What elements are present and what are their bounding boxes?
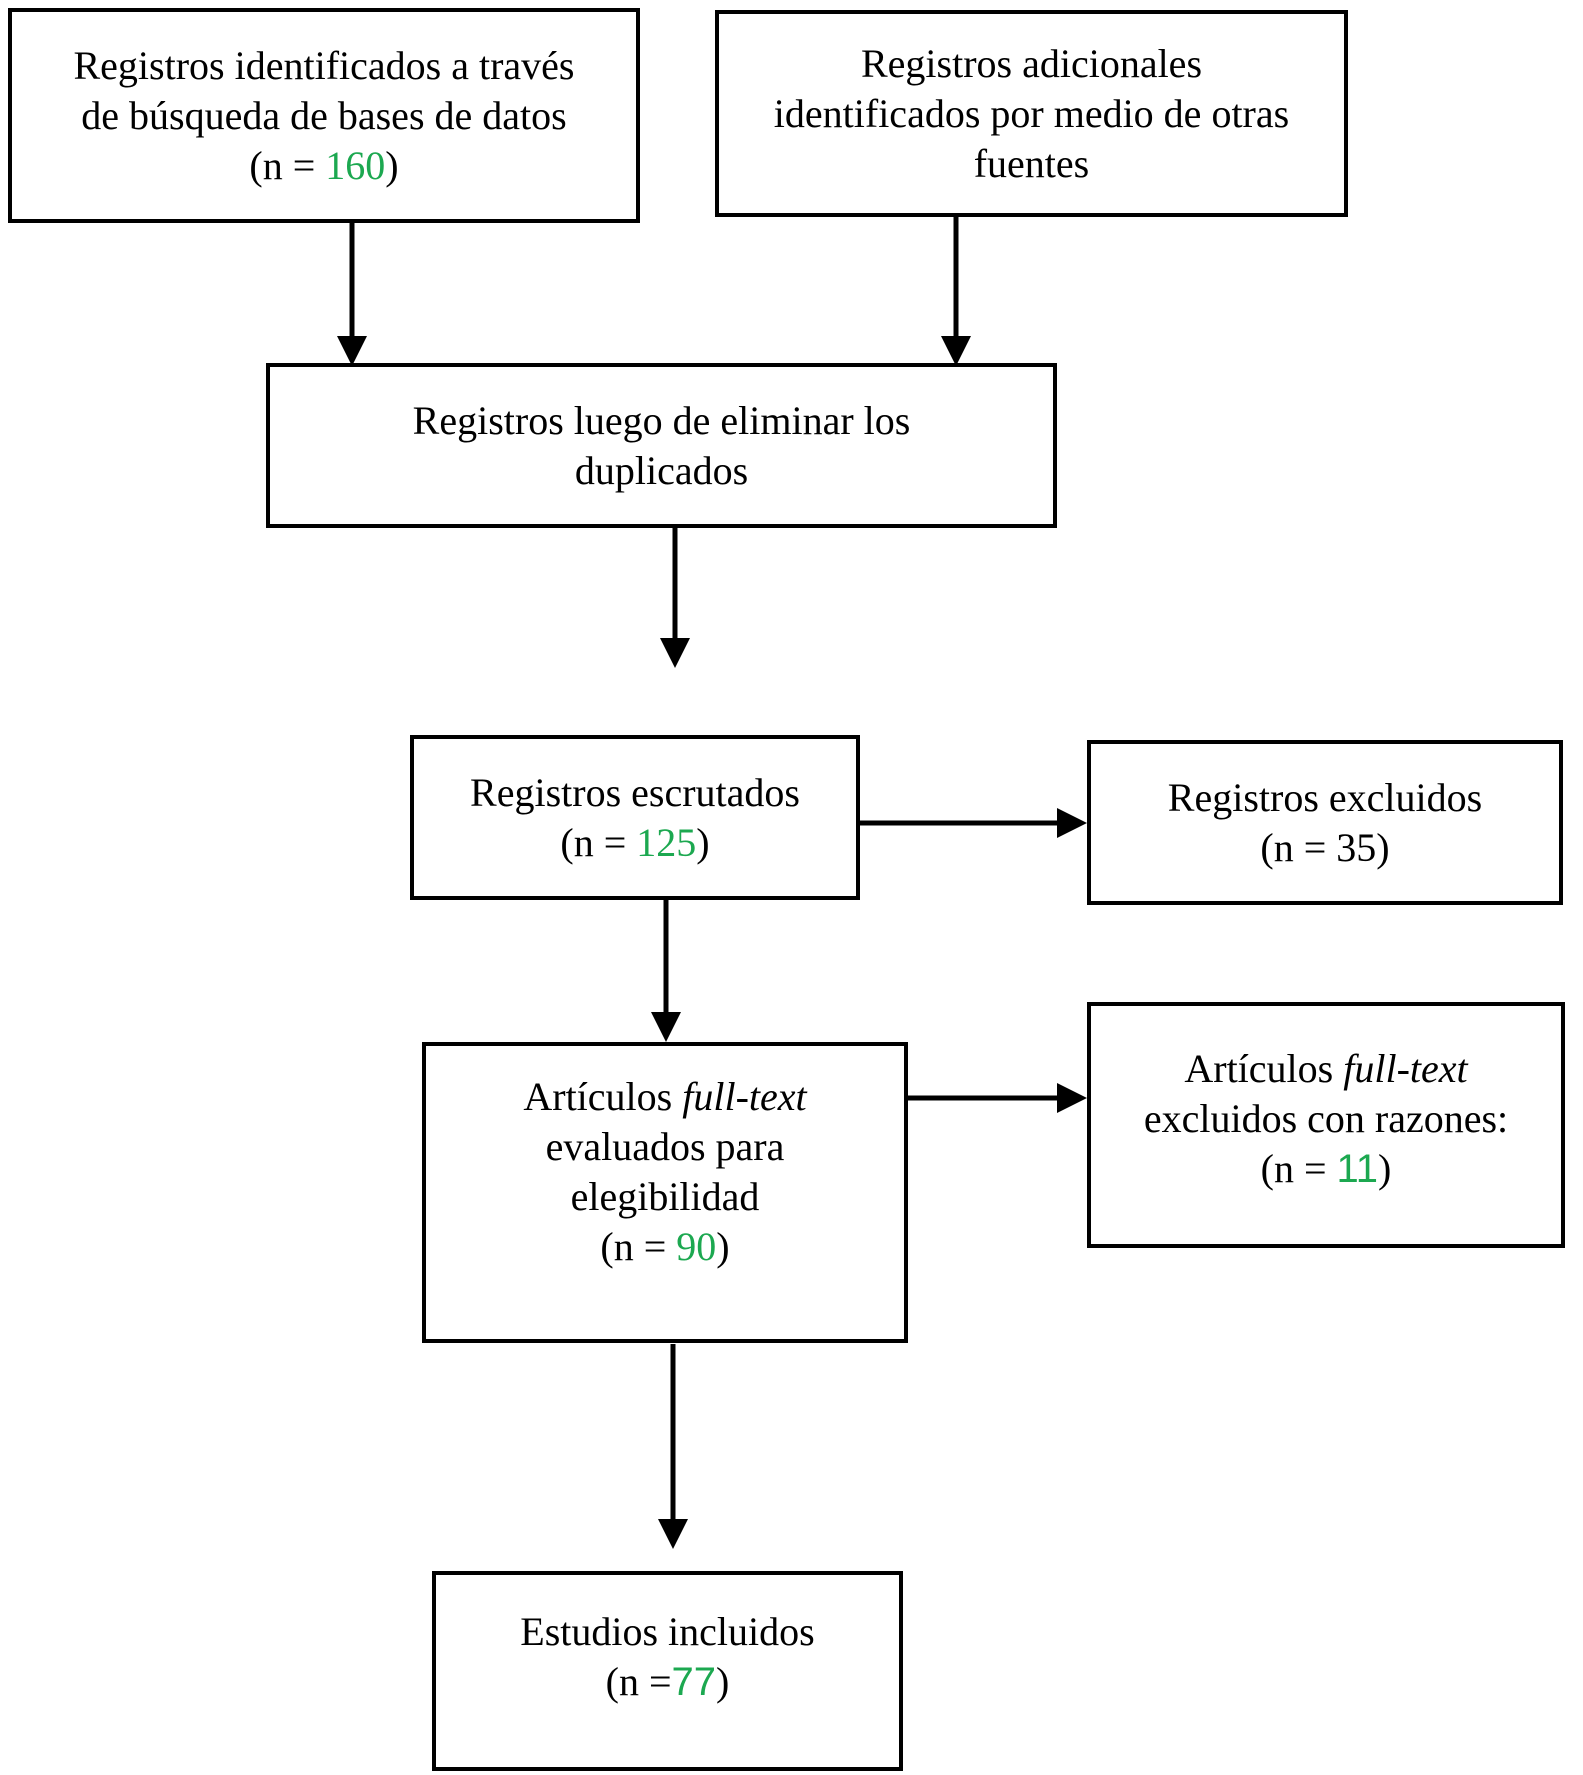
count-prefix: (n =	[560, 819, 637, 865]
arrowhead-right-icon	[1057, 808, 1087, 838]
count-value: 90	[676, 1224, 717, 1269]
arrowhead-down-icon	[660, 638, 690, 668]
count-prefix: (n =	[600, 1224, 677, 1269]
arrow-shaft	[908, 1095, 1061, 1101]
box-records-additional: Registros adicionales identificados por …	[715, 10, 1348, 217]
fulltext-assessed-regular: Artículos	[523, 1074, 683, 1119]
box-records-after-duplicates-line1: Registros luego de eliminar los	[412, 397, 911, 443]
count-prefix: (n =	[605, 1659, 672, 1704]
box-fulltext-assessed-line3: elegibilidad	[570, 1174, 760, 1219]
box-records-excluded-line1: Registros excluidos	[1167, 774, 1483, 820]
count-suffix: )	[716, 1659, 730, 1704]
box-records-additional-line3: fuentes	[973, 140, 1090, 186]
box-fulltext-excluded: Artículos full-text excluidos con razone…	[1087, 1002, 1565, 1248]
box-fulltext-assessed: Artículos full-text evaluados para elegi…	[422, 1042, 908, 1343]
fulltext-excluded-italic: full-text	[1343, 1046, 1468, 1091]
box-fulltext-assessed-line2: evaluados para	[545, 1124, 785, 1169]
arrow-deduplicated-to-screened	[660, 528, 690, 668]
box-records-identified-line2: de búsqueda de bases de datos	[81, 92, 567, 138]
count-value: 77	[671, 1660, 717, 1704]
arrow-screened-to-excluded	[860, 808, 1087, 838]
arrowhead-right-icon	[1057, 1083, 1087, 1113]
box-fulltext-excluded-count-line: (n = 11)	[1261, 1144, 1392, 1194]
arrow-screened-to-fulltext	[651, 900, 681, 1042]
count-prefix: (n =	[249, 142, 326, 188]
count-suffix: )	[696, 819, 710, 865]
arrowhead-down-icon	[941, 336, 971, 366]
box-records-excluded: Registros excluidos (n = 35)	[1087, 740, 1563, 905]
box-studies-included: Estudios incluidos (n =77)	[432, 1571, 903, 1771]
arrow-shaft	[672, 528, 678, 642]
arrowhead-down-icon	[658, 1519, 688, 1549]
box-records-screened-line1: Registros escrutados	[470, 769, 800, 815]
box-fulltext-excluded-line2: excluidos con razones:	[1143, 1096, 1509, 1141]
box-records-screened: Registros escrutados (n = 125)	[410, 735, 860, 900]
box-records-additional-line2: identificados por medio de otras	[773, 90, 1290, 136]
arrow-shaft	[349, 223, 355, 340]
count-value: 11	[1336, 1147, 1379, 1191]
arrow-shaft	[860, 820, 1061, 826]
count-suffix: )	[1378, 1146, 1392, 1191]
count-prefix: (n =	[1260, 1146, 1337, 1191]
count-value: 125	[636, 819, 697, 865]
count-suffix: )	[716, 1224, 730, 1269]
box-studies-included-line1: Estudios incluidos	[520, 1609, 815, 1654]
fulltext-excluded-regular: Artículos	[1184, 1046, 1344, 1091]
arrow-fulltext-to-included	[658, 1344, 688, 1549]
box-records-after-duplicates-line2: duplicados	[574, 447, 749, 493]
count-value: 160	[325, 142, 386, 188]
arrowhead-down-icon	[651, 1012, 681, 1042]
box-records-identified-count-line: (n = 160)	[249, 141, 398, 191]
arrow-shaft	[663, 900, 669, 1016]
box-records-identified-line1: Registros identificados a través	[73, 42, 575, 88]
box-records-identified: Registros identificados a través de búsq…	[8, 8, 640, 223]
box-records-additional-line1: Registros adicionales	[860, 40, 1203, 86]
box-records-excluded-line2: (n = 35)	[1260, 824, 1390, 870]
fulltext-assessed-italic: full-text	[682, 1074, 807, 1119]
box-fulltext-excluded-line1: Artículos full-text	[1184, 1044, 1467, 1094]
arrow-fulltext-to-fulltext-excluded	[908, 1083, 1087, 1113]
arrow-identified-to-deduplicated	[337, 223, 367, 366]
box-studies-included-count-line: (n =77)	[606, 1657, 730, 1707]
box-fulltext-assessed-count-line: (n = 90)	[600, 1222, 729, 1272]
arrow-additional-to-deduplicated	[941, 217, 971, 366]
arrow-shaft	[670, 1344, 676, 1523]
count-suffix: )	[385, 142, 399, 188]
box-records-after-duplicates: Registros luego de eliminar los duplicad…	[266, 363, 1057, 528]
arrow-shaft	[953, 217, 959, 340]
box-records-screened-count-line: (n = 125)	[560, 818, 709, 868]
arrowhead-down-icon	[337, 336, 367, 366]
box-fulltext-assessed-line1: Artículos full-text	[523, 1072, 806, 1122]
